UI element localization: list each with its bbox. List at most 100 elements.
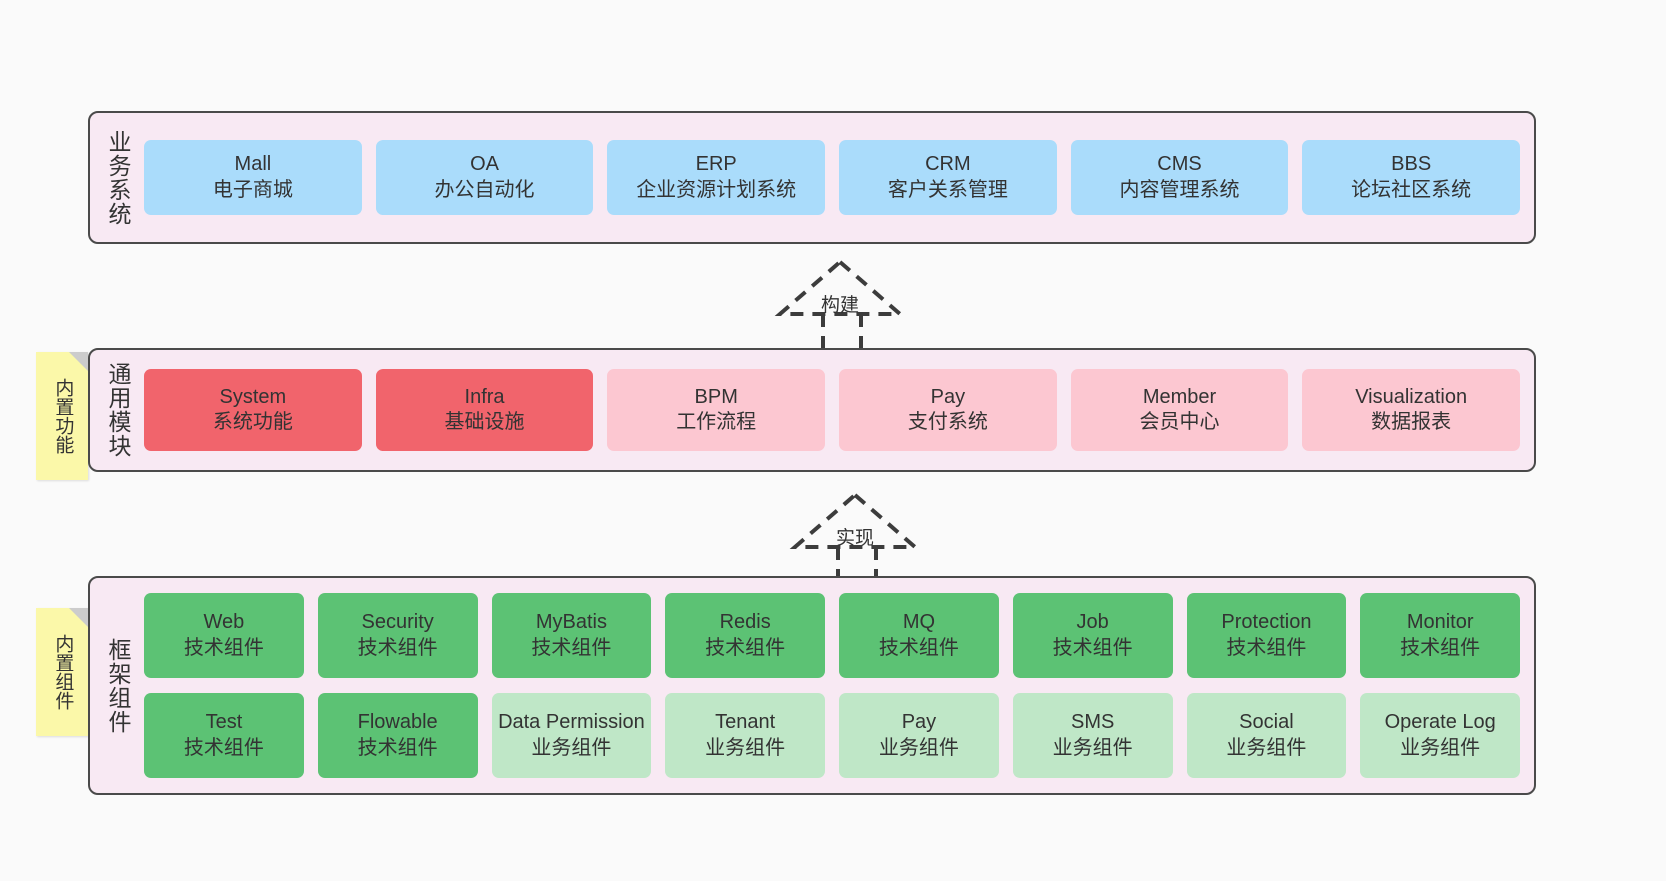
module-card-sms[interactable]: SMS 业务组件 (1012, 693, 1173, 778)
layer-caption-framework: 框架组件 (105, 637, 132, 734)
module-desc: 技术组件 (357, 736, 438, 759)
module-name: Infra (464, 385, 505, 408)
page-fold-icon (69, 352, 88, 371)
module-name: Redis (719, 611, 771, 634)
module-card-flowable[interactable]: Flowable 技术组件 (317, 693, 478, 778)
module-desc: 技术组件 (531, 636, 612, 659)
layer-body-business: Mall 电子商城 OA 办公自动化 ERP 企业资源计划系统 CRM 客户关系… (140, 113, 1534, 242)
module-card-crm[interactable]: CRM 客户关系管理 (839, 140, 1057, 215)
module-name: Pay (930, 385, 966, 408)
module-desc: 技术组件 (1052, 636, 1133, 659)
module-desc: 企业资源计划系统 (636, 178, 797, 201)
module-name: CMS (1157, 153, 1202, 176)
module-card-pay[interactable]: Pay 支付系统 (839, 369, 1057, 451)
module-desc: 技术组件 (183, 736, 264, 759)
module-card-tenant[interactable]: Tenant 业务组件 (665, 693, 826, 778)
module-card-test[interactable]: Test 技术组件 (144, 693, 304, 778)
module-name: Protection (1221, 611, 1312, 634)
layer-row: Test 技术组件 Flowable 技术组件 Data Permission … (144, 692, 1521, 780)
module-name: Member (1142, 385, 1217, 408)
layer-row: Web 技术组件 Security 技术组件 MyBatis 技术组件 Redi… (144, 592, 1521, 680)
module-card-pay-component[interactable]: Pay 业务组件 (839, 693, 999, 778)
module-name: Visualization (1355, 385, 1468, 408)
layer-caption-common: 通用模块 (105, 362, 132, 458)
layer-common-modules: 通用模块 System 系统功能 Infra 基础设施 BPM 工作流程 Pay… (88, 348, 1536, 472)
module-name: Security (361, 611, 434, 634)
module-desc: 技术组件 (1400, 636, 1481, 659)
module-desc: 业务组件 (1052, 736, 1133, 759)
module-name: MyBatis (535, 611, 607, 634)
module-desc: 技术组件 (1226, 636, 1307, 659)
module-desc: 业务组件 (1400, 736, 1481, 759)
layer-framework-components: 框架组件 Web 技术组件 Security 技术组件 MyBatis 技术组件… (88, 576, 1536, 795)
module-desc: 技术组件 (878, 636, 959, 659)
module-name: System (219, 385, 287, 408)
module-card-bbs[interactable]: BBS 论坛社区系统 (1302, 140, 1520, 215)
module-desc: 基础设施 (444, 411, 525, 433)
module-name: Web (203, 611, 245, 634)
module-name: OA (470, 153, 499, 176)
connector-label-build: 构建 (820, 295, 860, 316)
layer-business-systems: 业务系统 Mall 电子商城 OA 办公自动化 ERP 企业资源计划系统 CRM… (88, 111, 1536, 244)
module-name: Mall (234, 153, 272, 176)
module-name: ERP (695, 153, 737, 176)
module-desc: 客户关系管理 (887, 178, 1008, 201)
module-name: Monitor (1406, 611, 1474, 634)
module-desc: 业务组件 (1226, 736, 1307, 759)
module-card-social[interactable]: Social 业务组件 (1186, 693, 1347, 778)
module-card-bpm[interactable]: BPM 工作流程 (607, 369, 826, 451)
module-desc: 电子商城 (212, 178, 293, 201)
module-card-data-permission[interactable]: Data Permission 业务组件 (491, 693, 652, 778)
module-card-infra[interactable]: Infra 基础设施 (375, 369, 594, 451)
module-card-protection[interactable]: Protection 技术组件 (1186, 593, 1347, 678)
module-card-mybatis[interactable]: MyBatis 技术组件 (491, 593, 652, 678)
module-name: Operate Log (1384, 711, 1496, 734)
module-name: Test (205, 711, 243, 734)
module-card-cms[interactable]: CMS 内容管理系统 (1070, 140, 1289, 215)
layer-caption-business: 业务系统 (105, 129, 132, 226)
module-card-system[interactable]: System 系统功能 (144, 369, 362, 451)
module-card-mall[interactable]: Mall 电子商城 (144, 140, 362, 215)
module-card-visualization[interactable]: Visualization 数据报表 (1302, 369, 1520, 451)
module-desc: 系统功能 (212, 411, 293, 433)
module-card-redis[interactable]: Redis 技术组件 (665, 593, 826, 678)
module-card-security[interactable]: Security 技术组件 (317, 593, 478, 678)
module-name: BBS (1391, 153, 1432, 176)
module-card-web[interactable]: Web 技术组件 (144, 593, 304, 678)
module-desc: 业务组件 (531, 736, 612, 759)
sticky-note-builtin-components: 内置组件 (36, 608, 88, 736)
sticky-note-builtin-features: 内置功能 (36, 352, 88, 480)
module-desc: 业务组件 (878, 736, 959, 759)
sticky-note-text: 内置功能 (52, 378, 74, 454)
module-card-mq[interactable]: MQ 技术组件 (839, 593, 999, 678)
module-desc: 办公自动化 (434, 178, 535, 201)
module-name: MQ (902, 611, 936, 634)
module-card-monitor[interactable]: Monitor 技术组件 (1360, 593, 1521, 678)
module-desc: 内容管理系统 (1119, 178, 1240, 201)
layer-body-framework: Web 技术组件 Security 技术组件 MyBatis 技术组件 Redi… (140, 578, 1534, 793)
module-name: SMS (1071, 711, 1115, 734)
module-name: Job (1076, 611, 1109, 634)
sticky-note-text: 内置组件 (52, 634, 74, 710)
module-desc: 支付系统 (907, 411, 988, 433)
module-card-job[interactable]: Job 技术组件 (1012, 593, 1173, 678)
module-name: Social (1239, 711, 1294, 734)
module-name: Tenant (715, 711, 776, 734)
module-name: Pay (901, 711, 937, 734)
layer-row: Mall 电子商城 OA 办公自动化 ERP 企业资源计划系统 CRM 客户关系… (144, 113, 1520, 242)
module-desc: 会员中心 (1139, 411, 1220, 433)
module-name: BPM (694, 385, 738, 408)
layer-body-common: System 系统功能 Infra 基础设施 BPM 工作流程 Pay 支付系统… (140, 350, 1534, 470)
module-name: CRM (925, 153, 971, 176)
module-desc: 数据报表 (1371, 411, 1452, 433)
module-name: Flowable (357, 711, 438, 734)
module-card-operate-log[interactable]: Operate Log 业务组件 (1360, 693, 1521, 778)
module-desc: 论坛社区系统 (1351, 178, 1472, 201)
module-card-erp[interactable]: ERP 企业资源计划系统 (607, 140, 826, 215)
module-desc: 技术组件 (183, 636, 264, 659)
page-fold-icon (69, 608, 88, 627)
module-card-oa[interactable]: OA 办公自动化 (375, 140, 594, 215)
layer-row: System 系统功能 Infra 基础设施 BPM 工作流程 Pay 支付系统… (144, 350, 1520, 470)
module-name: Data Permission (498, 711, 645, 734)
module-card-member[interactable]: Member 会员中心 (1070, 369, 1289, 451)
